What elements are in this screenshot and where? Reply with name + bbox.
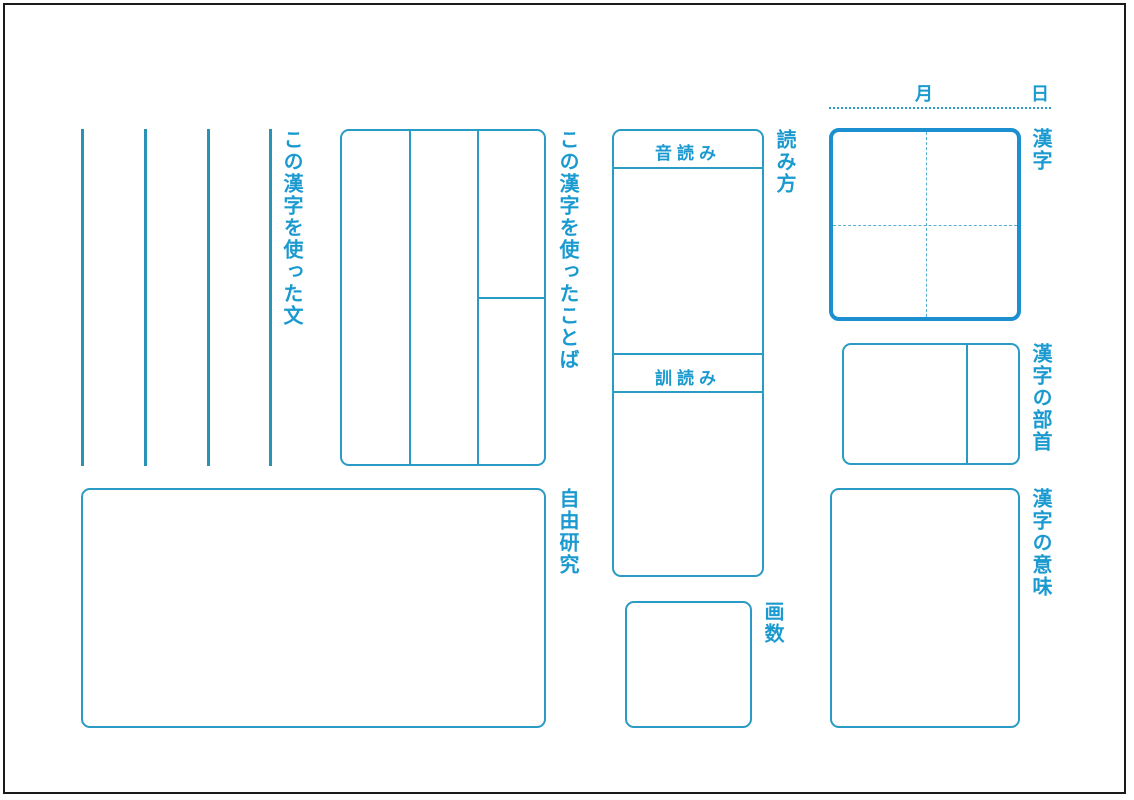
radical-input-name[interactable]: [968, 345, 1018, 463]
words-label: この漢字を使ったことば: [556, 129, 580, 371]
word-cell-3a[interactable]: [479, 131, 544, 297]
day-label: 日: [1031, 84, 1049, 105]
word-cell-2[interactable]: [411, 131, 478, 464]
radical-box: [842, 343, 1020, 465]
readings-label: 読み方: [773, 129, 797, 195]
word-cell-1[interactable]: [342, 131, 409, 464]
radical-input-main[interactable]: [844, 345, 966, 463]
kun-reading-top-divider: [614, 353, 762, 355]
meaning-label: 漢字の意味: [1029, 488, 1053, 598]
day-input-area[interactable]: [945, 80, 1025, 106]
sentence-row-3[interactable]: [210, 129, 269, 466]
words-divider-3: [479, 297, 544, 299]
free-study-box[interactable]: [81, 488, 546, 728]
kanji-guide-vertical: [926, 132, 927, 317]
on-reading-divider: [614, 167, 762, 169]
sentence-line-1: [81, 129, 84, 466]
kanji-guide-horizontal: [833, 225, 1017, 226]
on-reading-label: 音読み: [655, 144, 721, 164]
sentence-row-2[interactable]: [147, 129, 207, 466]
words-divider-2: [477, 131, 479, 464]
month-input-area[interactable]: [840, 80, 910, 106]
worksheet-frame: [3, 3, 1126, 794]
words-box: [340, 129, 546, 466]
radical-divider: [966, 345, 968, 463]
word-cell-3b[interactable]: [479, 299, 544, 464]
date-underline: [829, 107, 1051, 109]
kun-reading-label: 訓読み: [655, 369, 721, 389]
sentence-line-2: [144, 129, 147, 466]
sentence-label: この漢字を使った文: [280, 129, 304, 327]
meaning-box[interactable]: [830, 488, 1020, 728]
stroke-count-label: 画数: [761, 601, 785, 645]
readings-box: 音読み 訓読み: [612, 129, 764, 577]
on-reading-input[interactable]: [614, 169, 762, 353]
free-study-label: 自由研究: [556, 488, 580, 576]
kanji-writing-box[interactable]: [829, 128, 1021, 321]
kanji-label: 漢字: [1029, 128, 1053, 172]
kun-reading-divider: [614, 391, 762, 393]
sentence-line-3: [207, 129, 210, 466]
sentence-row-1[interactable]: [84, 129, 144, 466]
kun-reading-input[interactable]: [614, 393, 762, 573]
words-divider-1: [409, 131, 411, 464]
month-label: 月: [915, 84, 933, 105]
sentence-line-4: [269, 129, 272, 466]
radical-label: 漢字の部首: [1029, 343, 1053, 453]
stroke-count-box[interactable]: [625, 601, 752, 728]
